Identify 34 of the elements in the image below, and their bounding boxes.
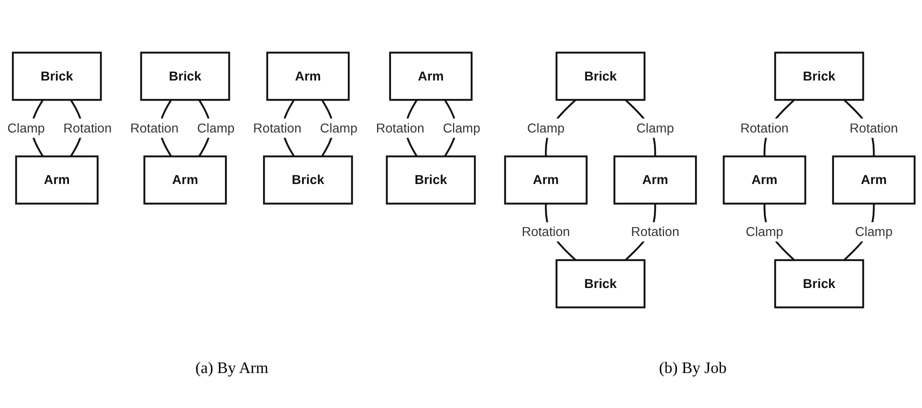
edge-label: Clamp [197,120,235,136]
node-box: Brick [556,52,646,101]
node-box: Arm [613,155,697,205]
edge-label: Rotation [63,120,112,136]
edge-label: Clamp [320,120,358,136]
edge-label: Clamp [746,224,784,239]
node-box: Arm [722,155,806,205]
node-box: Brick [774,52,864,101]
node-box: Brick [12,52,102,101]
figure-caption: (b) By Job [659,360,727,378]
node-box: Arm [143,155,227,205]
node-box: Brick [140,52,230,101]
edge-label: Clamp [636,120,674,136]
node-box: Arm [15,155,99,205]
edge-label: Rotation [522,224,570,239]
edge-label: Rotation [130,120,179,136]
edge-label: Clamp [442,120,480,136]
node-box: Arm [832,155,916,205]
edge-label: Clamp [855,224,893,239]
edge-label: Clamp [527,120,565,136]
node-box: Brick [774,259,864,308]
node-box: Brick [386,155,476,205]
edge-label: Rotation [253,120,302,136]
node-box: Brick [556,259,646,308]
node-box: Arm [504,155,588,205]
edge-label: Clamp [7,120,45,136]
edge-label: Rotation [850,120,898,136]
node-box: Arm [266,52,350,101]
node-box: Arm [389,52,473,101]
node-box: Brick [263,155,353,205]
edge-label: Rotation [740,120,789,136]
edge-label: Rotation [631,224,680,239]
edge-label: Rotation [376,120,424,136]
figure-caption: (a) By Arm [195,360,268,378]
